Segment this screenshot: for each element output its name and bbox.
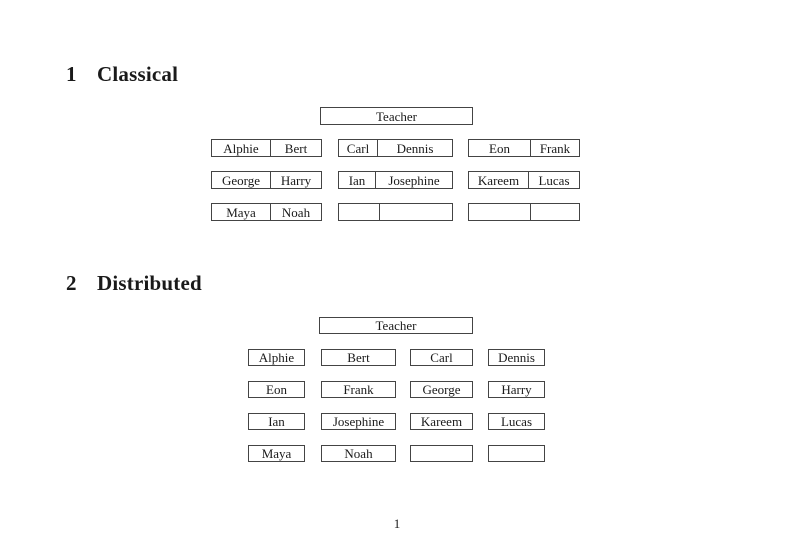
desk-seat: Lucas — [538, 172, 570, 188]
desk-ian-josephine: Ian Josephine — [338, 171, 453, 189]
seat-eon: Eon — [248, 381, 305, 398]
desk-seat-empty — [339, 204, 380, 220]
page-number: 1 — [393, 516, 401, 531]
seat-empty — [410, 445, 473, 462]
desk-seat-empty — [380, 204, 452, 220]
desk-george-harry: George Harry — [211, 171, 322, 189]
desk-seat: Maya — [212, 204, 271, 220]
seat-frank: Frank — [321, 381, 396, 398]
seat-josephine: Josephine — [321, 413, 396, 430]
section-number: 1 — [66, 62, 77, 86]
section-number: 2 — [66, 271, 77, 295]
teacher-label: Teacher — [376, 108, 417, 124]
desk-maya-noah: Maya Noah — [211, 203, 322, 221]
desk-seat: Josephine — [388, 172, 440, 188]
desk-seat: Frank — [539, 140, 571, 156]
seat-carl: Carl — [410, 349, 473, 366]
desk-seat: Bert — [284, 140, 308, 156]
section-title: Distributed — [97, 271, 202, 295]
seat-alphie: Alphie — [248, 349, 305, 366]
seat-kareem: Kareem — [410, 413, 473, 430]
seat-lucas: Lucas — [488, 413, 545, 430]
seat-maya: Maya — [248, 445, 305, 462]
desk-alphie-bert: Alphie Bert — [211, 139, 322, 157]
section-heading-classical: 1 Classical — [66, 64, 178, 85]
teacher-label: Teacher — [375, 318, 417, 333]
seat-dennis: Dennis — [488, 349, 545, 366]
desk-seat-empty — [531, 204, 579, 220]
desk-seat: Eon — [469, 140, 531, 156]
desk-carl-dennis: Carl Dennis — [338, 139, 453, 157]
desk-seat: Noah — [281, 204, 311, 220]
seat-george: George — [410, 381, 473, 398]
desk-seat: Dennis — [396, 140, 434, 156]
seat-ian: Ian — [248, 413, 305, 430]
seat-noah: Noah — [321, 445, 396, 462]
desk-seat: Harry — [280, 172, 312, 188]
desk-kareem-lucas: Kareem Lucas — [468, 171, 580, 189]
section-title: Classical — [97, 62, 179, 86]
desk-seat-empty — [469, 204, 531, 220]
desk-eon-frank: Eon Frank — [468, 139, 580, 157]
teacher-box-classical: Teacher — [320, 107, 473, 125]
seat-bert: Bert — [321, 349, 396, 366]
seat-empty — [488, 445, 545, 462]
desk-empty — [468, 203, 580, 221]
desk-seat: Ian — [339, 172, 376, 188]
teacher-box-distributed: Teacher — [319, 317, 473, 334]
seat-harry: Harry — [488, 381, 545, 398]
desk-empty — [338, 203, 453, 221]
desk-seat: Kareem — [469, 172, 529, 188]
desk-seat: Carl — [339, 140, 378, 156]
desk-seat: Alphie — [212, 140, 271, 156]
desk-seat: George — [212, 172, 271, 188]
section-heading-distributed: 2 Distributed — [66, 273, 202, 294]
